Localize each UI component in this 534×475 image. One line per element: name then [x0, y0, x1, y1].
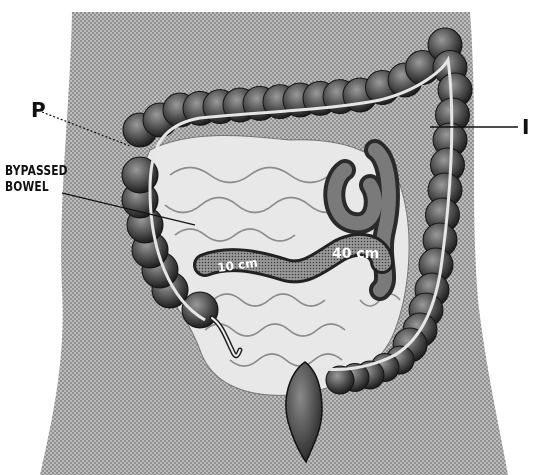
label-bypassed-line2: BOWEL: [5, 181, 68, 194]
label-bypassed-bowel: BYPASSED BOWEL: [5, 165, 68, 197]
label-p: P: [31, 100, 46, 120]
label-bypassed-line1: BYPASSED: [5, 165, 68, 178]
segment-label-40cm: 40 cm: [332, 246, 379, 262]
label-i: I: [522, 117, 529, 137]
